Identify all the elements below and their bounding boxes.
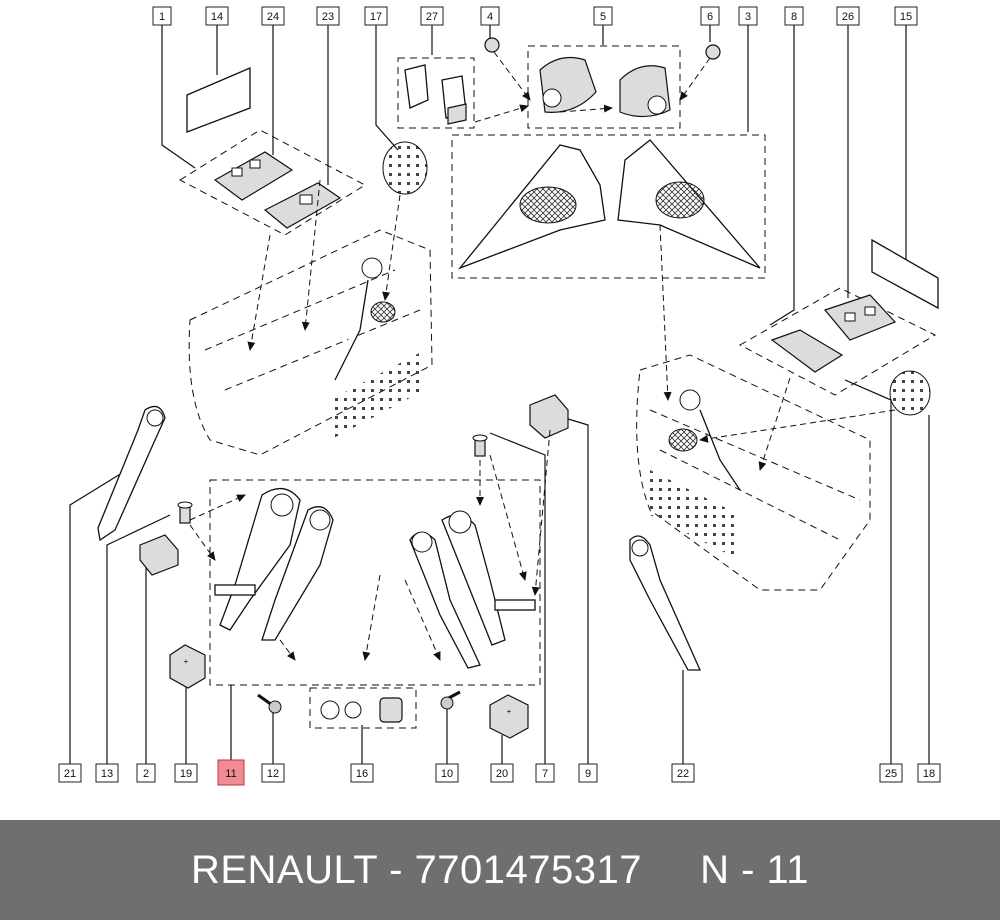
part-number: 7701475317 <box>414 847 642 892</box>
part-26-window-switch <box>823 294 897 341</box>
callout-19: 19 <box>174 763 198 783</box>
callout-12-label: 12 <box>267 768 279 780</box>
callout-19-label: 19 <box>180 768 192 780</box>
part-23-single-switch <box>263 182 342 229</box>
callout-20: 20 <box>490 763 514 783</box>
callout-12: 12 <box>261 763 285 783</box>
callout-2: 2 <box>136 763 156 783</box>
top-callouts: 1 14 24 23 17 27 4 5 <box>152 6 918 26</box>
callout-13: 13 <box>95 763 119 783</box>
callout-23-label: 23 <box>322 11 334 23</box>
part-9-clip <box>529 394 569 439</box>
callout-18-label: 18 <box>923 768 935 780</box>
callout-5-label: 5 <box>600 11 606 23</box>
callout-6: 6 <box>700 6 720 26</box>
callout-14: 14 <box>205 6 229 26</box>
callout-16-label: 16 <box>356 768 368 780</box>
callout-9: 9 <box>578 763 598 783</box>
brand-name: RENAULT <box>190 847 378 892</box>
callout-11-label: 11 <box>225 768 236 780</box>
callout-25-label: 25 <box>885 768 897 780</box>
part-15-label-sheet <box>871 238 939 310</box>
position-label: N - 11 <box>700 847 810 892</box>
callout-15-label: 15 <box>900 11 912 23</box>
part-24-window-switch <box>213 151 294 201</box>
assembly-arrows <box>189 179 896 596</box>
callout-16: 16 <box>350 763 374 783</box>
callout-27: 27 <box>420 6 444 26</box>
part-13-screw <box>177 501 193 524</box>
part-19-cover: + <box>169 644 206 689</box>
part-5-tweeter-housings <box>474 45 711 129</box>
part-8-switch-group <box>738 287 937 396</box>
part-17-speaker-grille <box>382 141 428 195</box>
callout-7-label: 7 <box>542 768 548 780</box>
footer-separator: - <box>377 847 415 892</box>
callout-11-highlighted: 11 <box>217 759 245 786</box>
part-3-speaker-trims <box>451 134 766 279</box>
callout-15: 15 <box>894 6 918 26</box>
callout-10: 10 <box>435 763 459 783</box>
callout-26-label: 26 <box>842 11 854 23</box>
callout-26: 26 <box>836 6 860 26</box>
callout-9-label: 9 <box>585 768 591 780</box>
bottom-callouts: 21 13 2 19 11 12 16 10 <box>58 759 941 786</box>
part-14-label-sheet <box>186 67 251 133</box>
part-12-screw <box>257 693 282 714</box>
callout-8: 8 <box>784 6 804 26</box>
callout-14-label: 14 <box>211 11 223 23</box>
callout-23: 23 <box>316 6 340 26</box>
part-2-clip <box>139 534 179 576</box>
part-10-screw <box>440 690 461 710</box>
callout-2-label: 2 <box>143 768 149 780</box>
callout-20-label: 20 <box>496 768 508 780</box>
callout-10-label: 10 <box>441 768 453 780</box>
callout-3: 3 <box>738 6 758 26</box>
callout-7: 7 <box>535 763 555 783</box>
part-1-switch-group <box>178 129 367 236</box>
part-4-cap <box>484 37 500 53</box>
callout-18: 18 <box>917 763 941 783</box>
callout-21-label: 21 <box>64 768 76 780</box>
callout-13-label: 13 <box>101 768 113 780</box>
footer-caption: RENAULT - 7701475317 N - 11 <box>191 848 809 893</box>
callout-6-label: 6 <box>707 11 713 23</box>
part-22-handle-strip <box>629 535 702 671</box>
svg-text:+: + <box>507 707 512 716</box>
bottom-leader-lines <box>69 379 930 764</box>
callout-8-label: 8 <box>791 11 797 23</box>
part-11-grab-handles <box>209 479 541 686</box>
callout-21: 21 <box>58 763 82 783</box>
top-leader-lines <box>161 25 907 326</box>
callout-22: 22 <box>671 763 695 783</box>
svg-text:+: + <box>184 657 189 666</box>
callout-17-label: 17 <box>370 11 382 23</box>
part-27-clips <box>397 57 475 129</box>
callout-1-label: 1 <box>159 11 165 23</box>
part-info-footer: RENAULT - 7701475317 N - 11 <box>0 820 1000 920</box>
part-6-cap <box>705 44 721 60</box>
exploded-parts-diagram: + + 1 <box>58 6 941 786</box>
left-door-panel <box>188 229 433 456</box>
part-7-screw <box>472 434 488 457</box>
callout-22-label: 22 <box>677 768 689 780</box>
callout-24: 24 <box>261 6 285 26</box>
callout-1: 1 <box>152 6 172 26</box>
callout-24-label: 24 <box>267 11 279 23</box>
part-16-caps <box>309 687 417 729</box>
right-door-panel <box>636 354 871 591</box>
callout-4-label: 4 <box>487 11 493 23</box>
callout-5: 5 <box>593 6 613 26</box>
callout-25: 25 <box>879 763 903 783</box>
part-20-cover: + <box>489 694 529 739</box>
callout-27-label: 27 <box>426 11 438 23</box>
callout-17: 17 <box>364 6 388 26</box>
part-21-handle-strip <box>97 405 166 542</box>
part-18-speaker-grille <box>889 370 931 416</box>
callout-4: 4 <box>480 6 500 26</box>
callout-3-label: 3 <box>745 11 751 23</box>
